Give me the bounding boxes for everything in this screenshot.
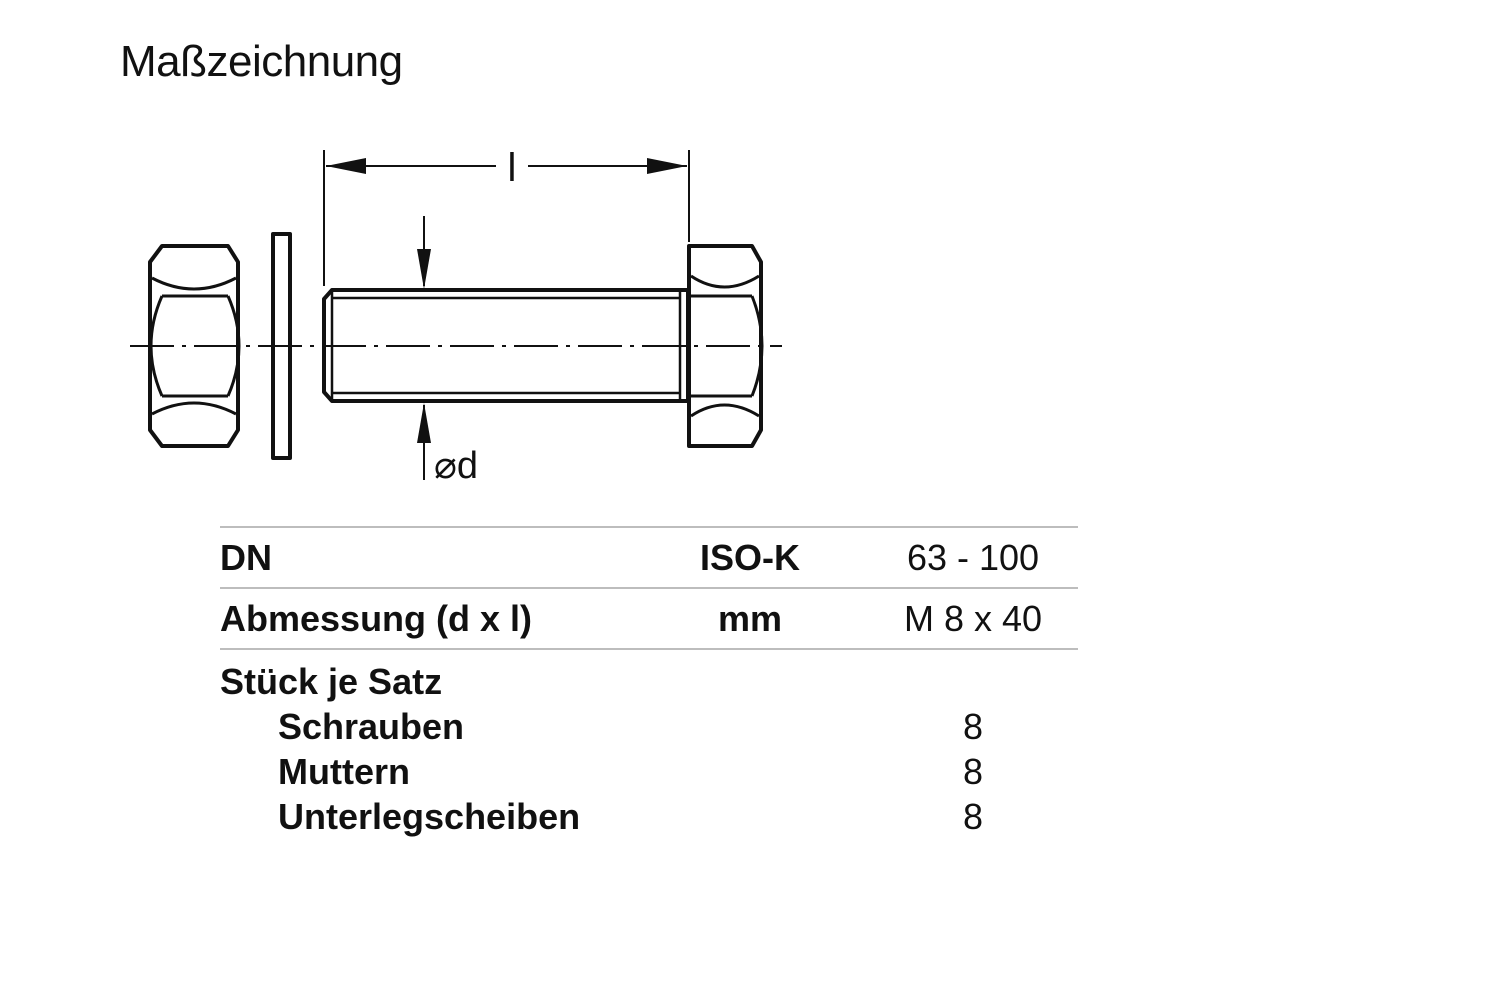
arrow-left-icon	[326, 158, 366, 174]
table-row: DN ISO-K 63 - 100	[220, 526, 1078, 587]
row-value: 63 - 100	[906, 537, 1040, 578]
row-unit: mm	[717, 598, 783, 639]
page-title: Maßzeichnung	[120, 37, 403, 86]
bolt-dimension-drawing: l ⌀d	[130, 146, 782, 487]
piece-value: 8	[962, 706, 984, 747]
length-dimension	[323, 150, 690, 286]
piece-label: Schrauben	[278, 706, 465, 747]
piece-label: Unterlegscheiben	[278, 796, 581, 837]
arrow-up-icon	[417, 403, 431, 443]
row-label: DN	[220, 537, 272, 578]
list-item: Unterlegscheiben 8	[220, 794, 1078, 839]
table-row: Abmessung (d x l) mm M 8 x 40	[220, 587, 1078, 648]
nut-icon	[148, 244, 241, 448]
row-label: Abmessung (d x l)	[220, 598, 533, 639]
diameter-label: ⌀d	[434, 445, 478, 487]
spec-table: DN ISO-K 63 - 100 Abmessung (d x l) mm M…	[220, 526, 1078, 839]
row-unit: ISO-K	[699, 537, 800, 578]
piece-label: Muttern	[278, 751, 410, 792]
piece-value: 8	[962, 796, 984, 837]
arrow-down-icon	[417, 249, 431, 289]
list-item: Schrauben 8	[220, 704, 1078, 749]
piece-value: 8	[962, 751, 984, 792]
arrow-right-icon	[647, 158, 687, 174]
length-label: l	[508, 146, 517, 190]
list-item: Muttern 8	[220, 749, 1078, 794]
pieces-section: Stück je Satz Schrauben 8 Muttern 8 Unte…	[220, 648, 1078, 839]
pieces-heading: Stück je Satz	[220, 661, 443, 702]
row-value: M 8 x 40	[903, 598, 1043, 639]
